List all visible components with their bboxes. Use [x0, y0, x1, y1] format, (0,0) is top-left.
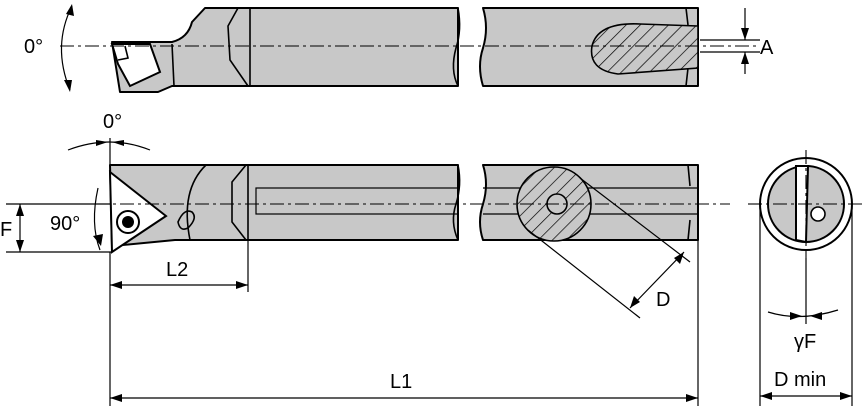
- gamma-f-label: γF: [794, 331, 816, 353]
- dim-dmin-arrow-right: [840, 392, 852, 400]
- top-coolant-channel: [590, 23, 699, 75]
- dim-f-label: F: [0, 219, 12, 241]
- angle-top-label: 0°: [24, 36, 43, 58]
- dim-f-arrow-top: [16, 204, 24, 216]
- side-neck-curve: [186, 164, 207, 241]
- dim-l1-arrow-right: [686, 394, 698, 402]
- side-end-chamfer: [687, 164, 691, 241]
- top-head-edge: [171, 43, 175, 87]
- side-bar-left-segment: [109, 164, 459, 247]
- dim-d-label: D: [656, 289, 670, 311]
- gamma-f-arc: [767, 309, 839, 318]
- top-insert-shadow: [117, 45, 129, 61]
- side-view: 0° 90° F L2 D: [0, 111, 730, 319]
- insert-screw-inner: [122, 216, 134, 228]
- gamma-f-arrow-2: [810, 312, 822, 320]
- angle-mid-arrow-1: [96, 140, 108, 146]
- dim-l1-label: L1: [390, 371, 412, 393]
- angle-top-arc: [60, 5, 73, 91]
- end-view: γF D min: [748, 150, 866, 406]
- dim-d-ext-1: [527, 229, 641, 319]
- angle-mid-arc: [67, 141, 151, 151]
- top-neck-chamfer: [227, 7, 249, 87]
- top-break-left: [452, 7, 461, 87]
- end-coolant-hole: [810, 206, 826, 222]
- side-neck-chamfer: [231, 164, 247, 241]
- angle-90-arrow: [93, 234, 103, 246]
- top-insert: [110, 43, 162, 88]
- top-view: A 0°: [24, 4, 774, 93]
- dim-a-label: A: [760, 37, 774, 59]
- dim-dmin-label: D min: [774, 369, 826, 391]
- angle-top-arrow-2: [64, 80, 72, 92]
- dim-d-line: [629, 251, 685, 309]
- dim-l2-arrow-right: [236, 281, 248, 289]
- dim-l2-label: L2: [166, 259, 188, 281]
- angle-90-label: 90°: [50, 213, 80, 235]
- dim-a-arrow-bot: [741, 52, 749, 64]
- dim-l2-arrow-left: [110, 281, 122, 289]
- dim-f-arrow-bot: [16, 240, 24, 252]
- dim-l1: L1: [109, 240, 699, 406]
- dim-l1-arrow-left: [110, 394, 122, 402]
- angle-mid-arrow-2: [112, 140, 124, 146]
- dim-d-arrow-1: [630, 296, 640, 308]
- angle-top-arrow-1: [66, 4, 74, 16]
- top-bar-left-segment: [111, 7, 459, 93]
- side-clamp-slot: [177, 210, 196, 230]
- angle-90-arc: [93, 187, 101, 251]
- dim-d-ext-2: [579, 177, 691, 263]
- gamma-f-arrow-1: [790, 312, 802, 320]
- angle-mid-label: 0°: [103, 111, 122, 133]
- dim-dmin-arrow-left: [760, 392, 772, 400]
- side-flat-slot: [255, 187, 459, 215]
- dim-a-arrow-top: [741, 28, 749, 40]
- top-end-chamfer: [685, 7, 689, 87]
- dim-d-arrow-2: [674, 252, 684, 264]
